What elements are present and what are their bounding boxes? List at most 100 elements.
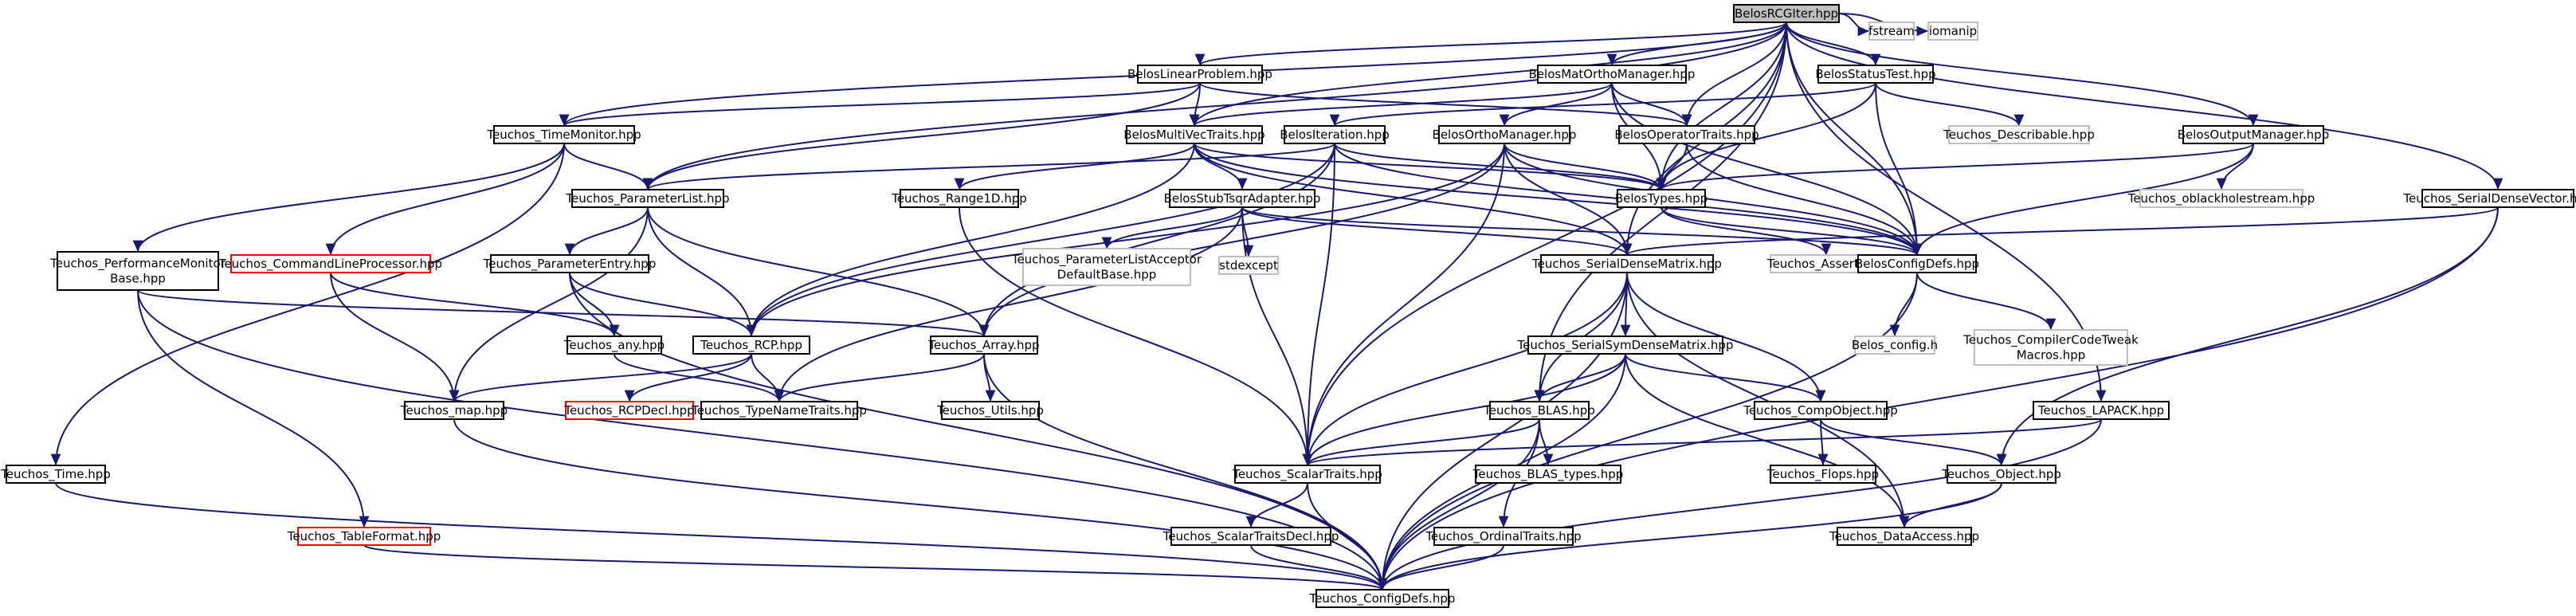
edge-root-to-paramlist <box>642 22 1787 190</box>
edge-outmgr-to-oblackhole <box>2216 143 2254 190</box>
node-box <box>1974 329 2128 366</box>
node-belosoutputmanager-hpp[interactable]: BelosOutputManager.hpp <box>2178 125 2329 144</box>
node-belosmatorthomanager-hpp[interactable]: BelosMatOrthoManager.hpp <box>1529 65 1696 84</box>
node-teuchos-configdefs-hpp[interactable]: Teuchos_ConfigDefs.hpp <box>1309 589 1456 608</box>
node-teuchos-blas-hpp[interactable]: Teuchos_BLAS.hpp <box>1483 401 1595 420</box>
node-box <box>490 254 649 273</box>
edge-paramlist-to-array <box>647 206 990 337</box>
node-teuchos-describable-hpp[interactable]: Teuchos_Describable.hpp <box>1943 125 2095 144</box>
node-teuchos-serialdensematrix-hpp[interactable]: Teuchos_SerialDenseMatrix.hpp <box>1531 254 1722 273</box>
node-teuchos-utils-hpp[interactable]: Teuchos_Utils.hpp <box>936 401 1044 420</box>
node-box <box>2182 125 2324 144</box>
node-box <box>900 189 1019 208</box>
node-box <box>1315 589 1449 608</box>
node-label: Teuchos_SerialSymDenseMatrix.hpp <box>1517 338 1734 353</box>
node-teuchos-serialdensevector-hpp[interactable]: Teuchos_SerialDenseVector.hpp <box>2402 189 2576 208</box>
edge-iteration-to-rcp <box>746 143 1335 337</box>
node-box <box>1169 189 1315 208</box>
node-teuchos-scalartraits-hpp[interactable]: Teuchos_ScalarTraits.hpp <box>1232 465 1382 484</box>
node-label: iomanip <box>1929 24 1977 38</box>
node-fstream[interactable]: fstream <box>1868 22 1915 41</box>
node-teuchos-timemonitor-hpp[interactable]: Teuchos_TimeMonitor.hpp <box>486 125 641 144</box>
edge-paramlist-to-rcp <box>647 206 757 337</box>
node-belosmultivectraits-hpp[interactable]: BelosMultiVecTraits.hpp <box>1123 125 1265 144</box>
edge-orthomgr-to-configdefs <box>1504 143 1923 256</box>
node-teuchos-typenametraits-hpp[interactable]: Teuchos_TypeNameTraits.hpp <box>691 401 867 420</box>
edge-stubtsqr-to-serialdensemat <box>1241 206 1633 256</box>
node-teuchos-oblackholestream-hpp[interactable]: Teuchos_oblackholestream.hpp <box>2127 189 2315 208</box>
node-iomanip[interactable]: iomanip <box>1927 22 1978 41</box>
node-teuchos-dataaccess-hpp[interactable]: Teuchos_DataAccess.hpp <box>1829 527 1979 546</box>
node-belositeration-hpp[interactable]: BelosIteration.hpp <box>1280 125 1390 144</box>
edge-root-to-linprob <box>1194 22 1787 66</box>
node-label: Teuchos_ConfigDefs.hpp <box>1309 591 1456 606</box>
node-label: Teuchos_ScalarTraits.hpp <box>1232 467 1382 482</box>
edge-lapack-to-teuchosconfig <box>1377 418 2102 590</box>
node-belos-config-h[interactable]: Belos_config.h <box>1852 335 1938 355</box>
node-belosstatustest-hpp[interactable]: BelosStatusTest.hpp <box>1815 65 1936 84</box>
node-teuchos-tableformat-hpp[interactable]: Teuchos_TableFormat.hpp <box>287 527 441 546</box>
edge-scalardecl-to-teuchosconfig <box>1250 544 1388 590</box>
node-teuchos-array-hpp[interactable]: Teuchos_Array.hpp <box>927 335 1040 355</box>
node-teuchos-any-hpp[interactable]: Teuchos_any.hpp <box>563 335 665 355</box>
node-belosoperatortraits-hpp[interactable]: BelosOperatorTraits.hpp <box>1614 125 1759 144</box>
node-label: BelosStubTsqrAdapter.hpp <box>1164 191 1321 206</box>
node-teuchos-parameterlist-hpp[interactable]: Teuchos_ParameterList.hpp <box>565 189 730 208</box>
edge-statustest-to-iteration <box>1329 82 1876 127</box>
node-belosorthomanager-hpp[interactable]: BelosOrthoManager.hpp <box>1433 125 1577 144</box>
node-teuchos-assert-hpp[interactable]: Teuchos_Assert.hpp <box>1766 254 1885 273</box>
node-teuchos-map-hpp[interactable]: Teuchos_map.hpp <box>400 401 508 420</box>
node-label: DefaultBase.hpp <box>1057 268 1157 282</box>
node-teuchos-parameterlistacceptor-defaultbase-hpp[interactable]: Teuchos_ParameterListAcceptorDefaultBase… <box>1011 248 1202 286</box>
edge-orthomgr-to-serialdensemat <box>1504 143 1633 256</box>
edge-configdefs-to-belosconfig <box>1889 272 1918 337</box>
node-teuchos-parameterentry-hpp[interactable]: Teuchos_ParameterEntry.hpp <box>483 254 657 273</box>
node-label: Teuchos_ParameterList.hpp <box>565 191 729 206</box>
node-teuchos-blas-types-hpp[interactable]: Teuchos_BLAS_types.hpp <box>1472 465 1624 484</box>
edge-array-to-typename <box>774 353 985 402</box>
node-teuchos-lapack-hpp[interactable]: Teuchos_LAPACK.hpp <box>2033 401 2170 420</box>
node-box <box>404 401 504 420</box>
node-box <box>6 465 106 484</box>
node-belosstubtsqradapter-hpp[interactable]: BelosStubTsqrAdapter.hpp <box>1164 189 1321 208</box>
edge-array-to-teuchosconfig <box>983 353 1388 590</box>
edge-symdense-to-blas <box>1534 353 1626 402</box>
node-teuchos-serialsymdensematrix-hpp[interactable]: Teuchos_SerialSymDenseMatrix.hpp <box>1517 335 1734 355</box>
edge-time-to-teuchosconfig <box>55 482 1388 590</box>
edge-layer <box>50 13 2503 590</box>
node-box <box>2139 189 2304 208</box>
node-teuchos-compobject-hpp[interactable]: Teuchos_CompObject.hpp <box>1743 401 1898 420</box>
node-teuchos-time-hpp[interactable]: Teuchos_Time.hpp <box>0 465 111 484</box>
node-box <box>1475 465 1621 484</box>
node-teuchos-commandlineprocessor-hpp[interactable]: Teuchos_CommandLineProcessor.hpp <box>218 254 442 273</box>
node-label: BelosRCGIter.hpp <box>1735 6 1838 21</box>
node-box <box>297 527 431 546</box>
edge-ordinal-to-teuchosconfig <box>1377 544 1504 590</box>
node-belosconfigdefs-hpp[interactable]: BelosConfigDefs.hpp <box>1855 254 1979 273</box>
node-box <box>2421 189 2574 208</box>
node-teuchos-scalartraitsdecl-hpp[interactable]: Teuchos_ScalarTraitsDecl.hpp <box>1163 527 1339 546</box>
node-stdexcept[interactable]: stdexcept <box>1218 256 1279 275</box>
edge-root-to-scalartraits <box>1302 22 1787 466</box>
node-label: Teuchos_ParameterEntry.hpp <box>483 257 657 272</box>
edge-optraits-to-configdefs <box>1686 143 1923 256</box>
node-teuchos-rcpdecl-hpp[interactable]: Teuchos_RCPDecl.hpp <box>563 401 695 420</box>
node-belostypes-hpp[interactable]: BelosTypes.hpp <box>1615 189 1708 208</box>
node-label: Teuchos_LAPACK.hpp <box>2037 403 2164 418</box>
node-teuchos-range1d-hpp[interactable]: Teuchos_Range1D.hpp <box>891 189 1027 208</box>
node-label: Teuchos_Describable.hpp <box>1943 128 2095 143</box>
edge-stubtsqr-to-plvalidator <box>1101 206 1243 249</box>
node-teuchos-rcp-hpp[interactable]: Teuchos_RCP.hpp <box>692 335 810 355</box>
node-label: BelosStatusTest.hpp <box>1815 67 1935 81</box>
node-beloslinearproblem-hpp[interactable]: BelosLinearProblem.hpp <box>1127 65 1272 84</box>
edge-timemon-to-perfmon <box>132 143 565 253</box>
node-belosrcgiter-hpp[interactable]: BelosRCGIter.hpp <box>1733 4 1840 23</box>
node-label: stdexcept <box>1219 258 1278 273</box>
edge-matortho-to-optraits <box>1611 82 1692 127</box>
node-teuchos-ordinaltraits-hpp[interactable]: Teuchos_OrdinalTraits.hpp <box>1425 527 1582 546</box>
node-teuchos-flops-hpp[interactable]: Teuchos_Flops.hpp <box>1766 465 1879 484</box>
node-teuchos-object-hpp[interactable]: Teuchos_Object.hpp <box>1941 465 2061 484</box>
